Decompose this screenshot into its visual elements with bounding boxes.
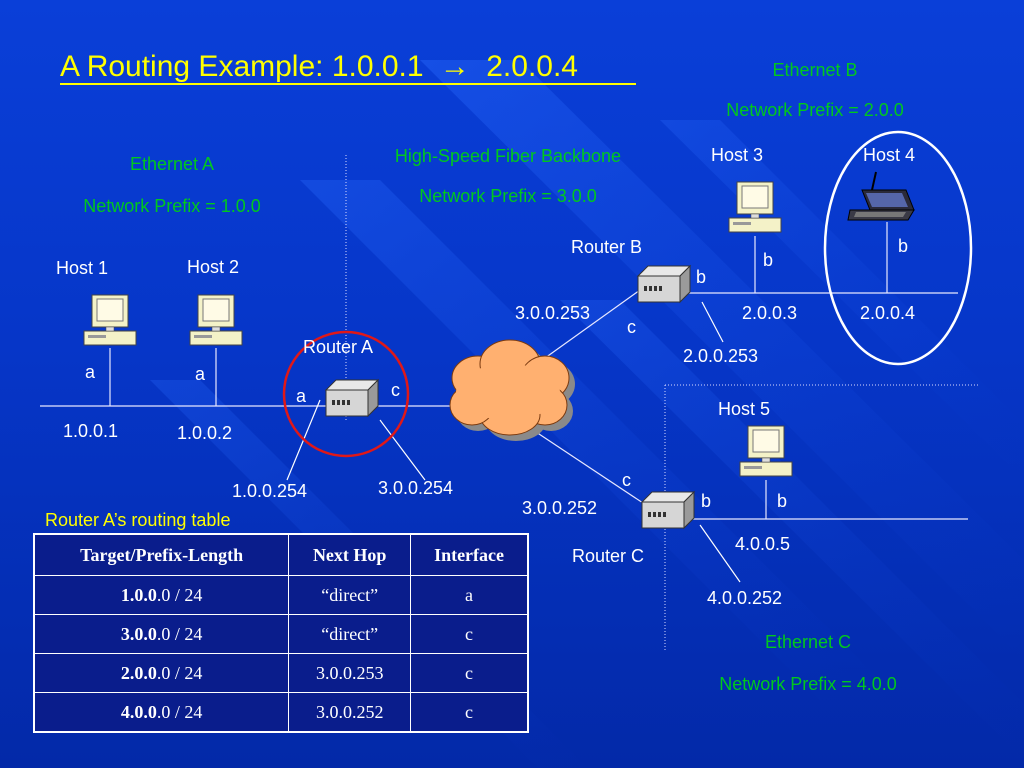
router-a-icon: [325, 379, 379, 417]
backbone-prefix: Network Prefix = 3.0.0: [419, 186, 597, 206]
host1-ip: 1.0.0.1: [63, 421, 118, 441]
router-a-ip-c: 3.0.0.254: [378, 478, 453, 498]
table-row: 3.0.0.0 / 24 “direct” c: [33, 614, 529, 654]
interface-cell: a: [410, 575, 529, 615]
slide-title: A Routing Example: 1.0.0.1 → 2.0.0.4: [60, 50, 636, 85]
interface-cell: c: [410, 614, 529, 654]
prefix-length: .0 / 24: [156, 623, 203, 644]
interface-cell: c: [410, 653, 529, 693]
ethernet-a-label: Ethernet A: [130, 154, 214, 174]
host2-ip: 1.0.0.2: [177, 423, 232, 443]
router-b-ip-b: 2.0.0.253: [683, 346, 758, 366]
host2-iface: a: [195, 364, 206, 384]
prefix-network: 4.0.0: [120, 701, 157, 722]
routing-table-header: Target/Prefix-Length Next Hop Interface: [33, 533, 529, 576]
table-row: 1.0.0.0 / 24 “direct” a: [33, 575, 529, 615]
next-hop-cell: “direct”: [288, 575, 412, 615]
router-c-ip-c: 3.0.0.252: [522, 498, 597, 518]
title-text: A Routing Example: 1.0.0.1: [60, 50, 424, 83]
prefix-cell: 3.0.0.0 / 24: [33, 614, 290, 654]
router-c-icon: [641, 491, 695, 529]
ethernet-b-label: Ethernet B: [772, 60, 857, 80]
host4-highlight: [823, 130, 973, 366]
next-hop-cell: 3.0.0.252: [288, 692, 412, 733]
host5-ip: 4.0.0.5: [735, 534, 790, 554]
router-a-ip-a: 1.0.0.254: [232, 481, 307, 501]
router-c-iface-c: c: [622, 470, 631, 490]
router-a-highlight: [282, 330, 410, 458]
router-b-iface-b: b: [696, 267, 706, 287]
host3-iface: b: [763, 250, 773, 270]
router-a-iface-c: c: [391, 380, 400, 400]
router-b-ip-c: 3.0.0.253: [515, 303, 590, 323]
ethernet-b-prefix: Network Prefix = 2.0.0: [726, 100, 904, 120]
router-c-iface-b: b: [701, 491, 711, 511]
header-target: Target/Prefix-Length: [33, 533, 290, 576]
host1-label: Host 1: [56, 258, 108, 278]
backbone-to-router-c: [529, 427, 647, 506]
router-b-icon: [637, 265, 691, 303]
prefix-length: .0 / 24: [156, 584, 203, 605]
title-arrow: →: [440, 50, 470, 83]
host5-iface: b: [777, 491, 787, 511]
pointer-3-0-0-254: [379, 419, 426, 481]
backbone-to-router-b: [544, 289, 641, 359]
routing-table-caption: Router A’s routing table: [45, 510, 230, 530]
ethernet-c-label: Ethernet C: [765, 632, 851, 652]
host4-laptop-icon: [847, 171, 915, 221]
host4-iface: b: [898, 236, 908, 256]
next-hop-cell: “direct”: [288, 614, 412, 654]
host5-computer-icon: [739, 425, 793, 477]
prefix-network: 3.0.0: [120, 623, 157, 644]
table-row: 2.0.0.0 / 24 3.0.0.253 c: [33, 653, 529, 693]
interface-cell: c: [410, 692, 529, 733]
routing-table: Target/Prefix-Length Next Hop Interface …: [33, 533, 529, 733]
ethernet-a-prefix: Network Prefix = 1.0.0: [83, 196, 261, 216]
host1-iface: a: [85, 362, 96, 382]
backbone-label: High-Speed Fiber Backbone: [395, 146, 621, 166]
prefix-network: 1.0.0: [120, 584, 157, 605]
prefix-cell: 4.0.0.0 / 24: [33, 692, 290, 733]
router-b-iface-c: c: [627, 317, 636, 337]
router-c-ip-b: 4.0.0.252: [707, 588, 782, 608]
router-a-iface-a: a: [296, 386, 307, 406]
next-hop-cell: 3.0.0.253: [288, 653, 412, 693]
pointer-4-0-0-252: [699, 524, 741, 583]
router-a-label: Router A: [303, 337, 373, 357]
host4-label: Host 4: [863, 145, 915, 165]
pointer-2-0-0-253: [701, 301, 724, 343]
host3-computer-icon: [728, 181, 782, 233]
host3-ip: 2.0.0.3: [742, 303, 797, 323]
host5-label: Host 5: [718, 399, 770, 419]
router-b-label: Router B: [571, 237, 642, 257]
prefix-cell: 1.0.0.0 / 24: [33, 575, 290, 615]
prefix-length: .0 / 24: [156, 662, 203, 683]
host2-computer-icon: [189, 294, 243, 346]
prefix-network: 2.0.0: [120, 662, 157, 683]
prefix-length: .0 / 24: [156, 701, 203, 722]
host4-ip: 2.0.0.4: [860, 303, 915, 323]
backbone-cloud: [449, 339, 575, 441]
title-destination: 2.0.0.4: [486, 50, 578, 83]
table-row: 4.0.0.0 / 24 3.0.0.252 c: [33, 692, 529, 733]
prefix-cell: 2.0.0.0 / 24: [33, 653, 290, 693]
router-c-label: Router C: [572, 546, 644, 566]
host3-label: Host 3: [711, 145, 763, 165]
host2-label: Host 2: [187, 257, 239, 277]
svg-text:A Routing Example: 1.0.0.1: A Routing Example: 1.0.0.1 → 2.0.0.4: [60, 50, 578, 83]
host1-computer-icon: [83, 294, 137, 346]
header-next-hop: Next Hop: [288, 533, 412, 576]
ethernet-c-prefix: Network Prefix = 4.0.0: [719, 674, 897, 694]
header-interface: Interface: [410, 533, 529, 576]
